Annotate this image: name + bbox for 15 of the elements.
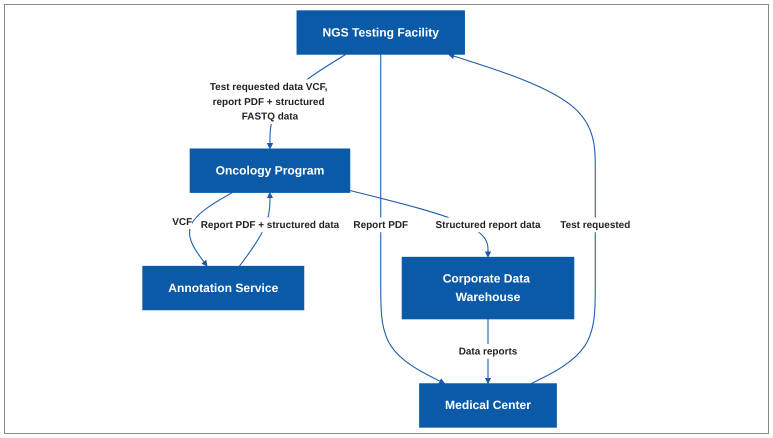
edge-label: Report PDF + structured data <box>200 218 340 230</box>
edge-label: Structured report data <box>436 218 541 230</box>
edge-label: Test requested data VCF, report PDF + structured FASTQ data <box>210 80 328 122</box>
node-box: Corporate Data Warehouse <box>402 256 574 320</box>
arrow <box>350 190 492 258</box>
edge-label: VCF <box>172 216 192 227</box>
node-box: Medical Center <box>419 383 557 428</box>
edge-label: Report PDF <box>353 218 408 230</box>
node-box: Annotation Service <box>142 266 304 310</box>
arrow <box>189 192 233 267</box>
node-box: Oncology Program <box>190 148 350 193</box>
arrow <box>380 54 446 384</box>
edge-label: Test requested <box>560 218 630 230</box>
edge-label: Data reports <box>458 345 518 357</box>
node-box: NGS Testing Facility <box>296 10 465 55</box>
